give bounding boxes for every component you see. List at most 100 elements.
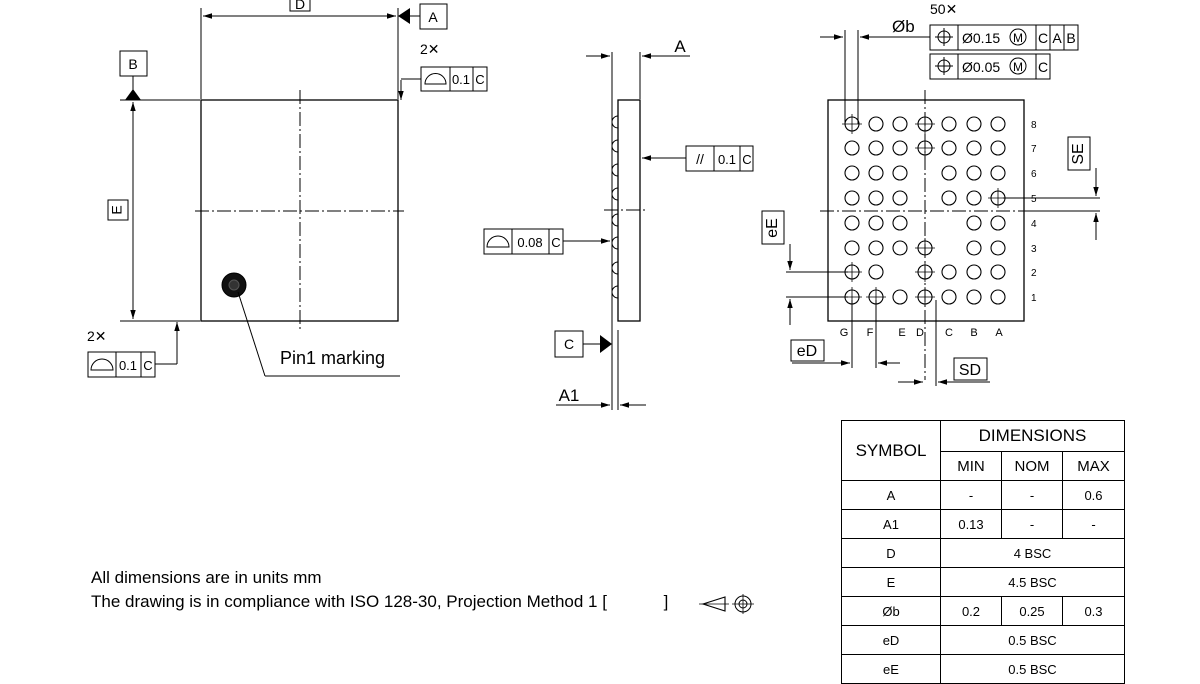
- fcf1-datum-3: B: [1066, 30, 1075, 46]
- row-symbol: eE: [841, 654, 941, 684]
- col-label: B: [970, 327, 977, 339]
- row-label: 4: [1031, 219, 1037, 230]
- row-nom: -: [1001, 509, 1063, 539]
- row-label: 5: [1031, 194, 1037, 205]
- solder-ball: [892, 190, 908, 206]
- nom-header: NOM: [1001, 451, 1063, 481]
- solder-ball: [990, 140, 1006, 156]
- solder-ball: [990, 215, 1006, 231]
- drawing-notes: All dimensions are in units mm The drawi…: [91, 566, 668, 614]
- side-view: A // 0.1 C 0.08 C C A1: [483, 37, 754, 410]
- row-symbol: Øb: [841, 596, 941, 626]
- solder-ball: [990, 264, 1006, 280]
- solder-ball: [868, 116, 884, 132]
- solder-ball: [892, 140, 908, 156]
- dim-SD-label: SD: [959, 362, 981, 379]
- row-label: 2: [1031, 268, 1037, 279]
- col-label: F: [867, 327, 874, 339]
- fcf-top: 0.1 C: [420, 66, 488, 92]
- row-max: 0.3: [1062, 596, 1125, 626]
- row-bsc: 0.5 BSC: [940, 625, 1125, 655]
- row-symbol: E: [841, 567, 941, 597]
- parallelism-datum: C: [742, 152, 751, 167]
- dim-E-label: E: [109, 205, 125, 214]
- fcf-bottom-datum: C: [143, 358, 152, 373]
- solder-ball: [868, 165, 884, 181]
- solder-ball: [966, 215, 982, 231]
- datum-A-triangle: [398, 8, 410, 24]
- dim-A1-label: A1: [559, 386, 580, 405]
- table-row: A1 0.13 - -: [841, 509, 1125, 539]
- table-row: eE 0.5 BSC: [841, 654, 1125, 684]
- solder-ball: [966, 289, 982, 305]
- fcf1-datum-1: C: [1038, 30, 1048, 46]
- row-label: 8: [1031, 120, 1037, 131]
- col-label: E: [898, 327, 905, 339]
- top-view: D A 2✕ 0.1 C B E 2✕: [87, 0, 488, 378]
- datum-B-triangle: [125, 89, 141, 100]
- dim-SE-label: SE: [1070, 143, 1087, 164]
- dim-eE-label: eE: [764, 218, 781, 238]
- parallelism-value: 0.1: [718, 152, 736, 167]
- solder-ball: [868, 190, 884, 206]
- fcf1-datum-2: A: [1052, 30, 1062, 46]
- dim-D-label: D: [295, 0, 305, 12]
- solder-ball: [966, 264, 982, 280]
- dim-A-label: A: [674, 37, 686, 56]
- dimensions-header: DIMENSIONS: [940, 420, 1125, 452]
- row-symbol: A: [841, 480, 941, 510]
- solder-ball: [990, 165, 1006, 181]
- solder-ball: [844, 215, 860, 231]
- row-symbol: D: [841, 538, 941, 568]
- table-row: E 4.5 BSC: [841, 567, 1125, 597]
- solder-ball: [844, 165, 860, 181]
- solder-ball: [844, 190, 860, 206]
- fcf-bottom-value: 0.1: [119, 358, 137, 373]
- note-iso-prefix: The drawing is in compliance with ISO 12…: [91, 592, 607, 611]
- solder-ball: [844, 140, 860, 156]
- row-nom: 0.25: [1001, 596, 1063, 626]
- pin1-label: Pin1 marking: [280, 348, 385, 368]
- max-header: MAX: [1062, 451, 1125, 481]
- col-label: A: [995, 327, 1003, 339]
- fcf-parallelism: // 0.1 C: [685, 145, 754, 172]
- solder-ball: [990, 116, 1006, 132]
- solder-ball: [868, 215, 884, 231]
- row-label: 6: [1031, 169, 1037, 180]
- solder-ball: [966, 140, 982, 156]
- note-units: All dimensions are in units mm: [91, 568, 322, 587]
- solder-ball: [892, 240, 908, 256]
- row-label: 3: [1031, 244, 1037, 255]
- fcf-top-datum: C: [475, 72, 484, 87]
- table-row: Øb 0.2 0.25 0.3: [841, 596, 1125, 626]
- solder-ball: [966, 116, 982, 132]
- solder-ball: [941, 264, 957, 280]
- row-min: -: [940, 480, 1002, 510]
- row-label: 7: [1031, 144, 1037, 155]
- dimensions-table: SYMBOL DIMENSIONS MIN NOM MAX A - - 0.6 …: [841, 420, 1125, 684]
- fcf1-mod: M: [1013, 31, 1023, 45]
- row-bsc: 0.5 BSC: [940, 654, 1125, 684]
- dim-eD-label: eD: [797, 343, 817, 360]
- flatness-value: 0.08: [517, 235, 542, 250]
- fcf2-mod: M: [1013, 60, 1023, 74]
- solder-balls-side: [611, 115, 619, 299]
- fcf2-value: Ø0.05: [962, 59, 1000, 75]
- projection-method-icon: [699, 594, 754, 614]
- fcf-top-value: 0.1: [452, 72, 470, 87]
- row-max: -: [1062, 509, 1125, 539]
- row-bsc: 4.5 BSC: [940, 567, 1125, 597]
- solder-ball: [941, 116, 957, 132]
- fcf-position-1: Ø0.15 M C A B: [929, 24, 1079, 51]
- row-bsc: 4 BSC: [940, 538, 1125, 568]
- datum-B-label: B: [128, 56, 137, 72]
- solder-ball: [941, 165, 957, 181]
- count-top: 2✕: [420, 41, 440, 57]
- solder-ball: [966, 165, 982, 181]
- solder-ball: [892, 289, 908, 305]
- row-symbol: eD: [841, 625, 941, 655]
- col-label: D: [916, 327, 924, 339]
